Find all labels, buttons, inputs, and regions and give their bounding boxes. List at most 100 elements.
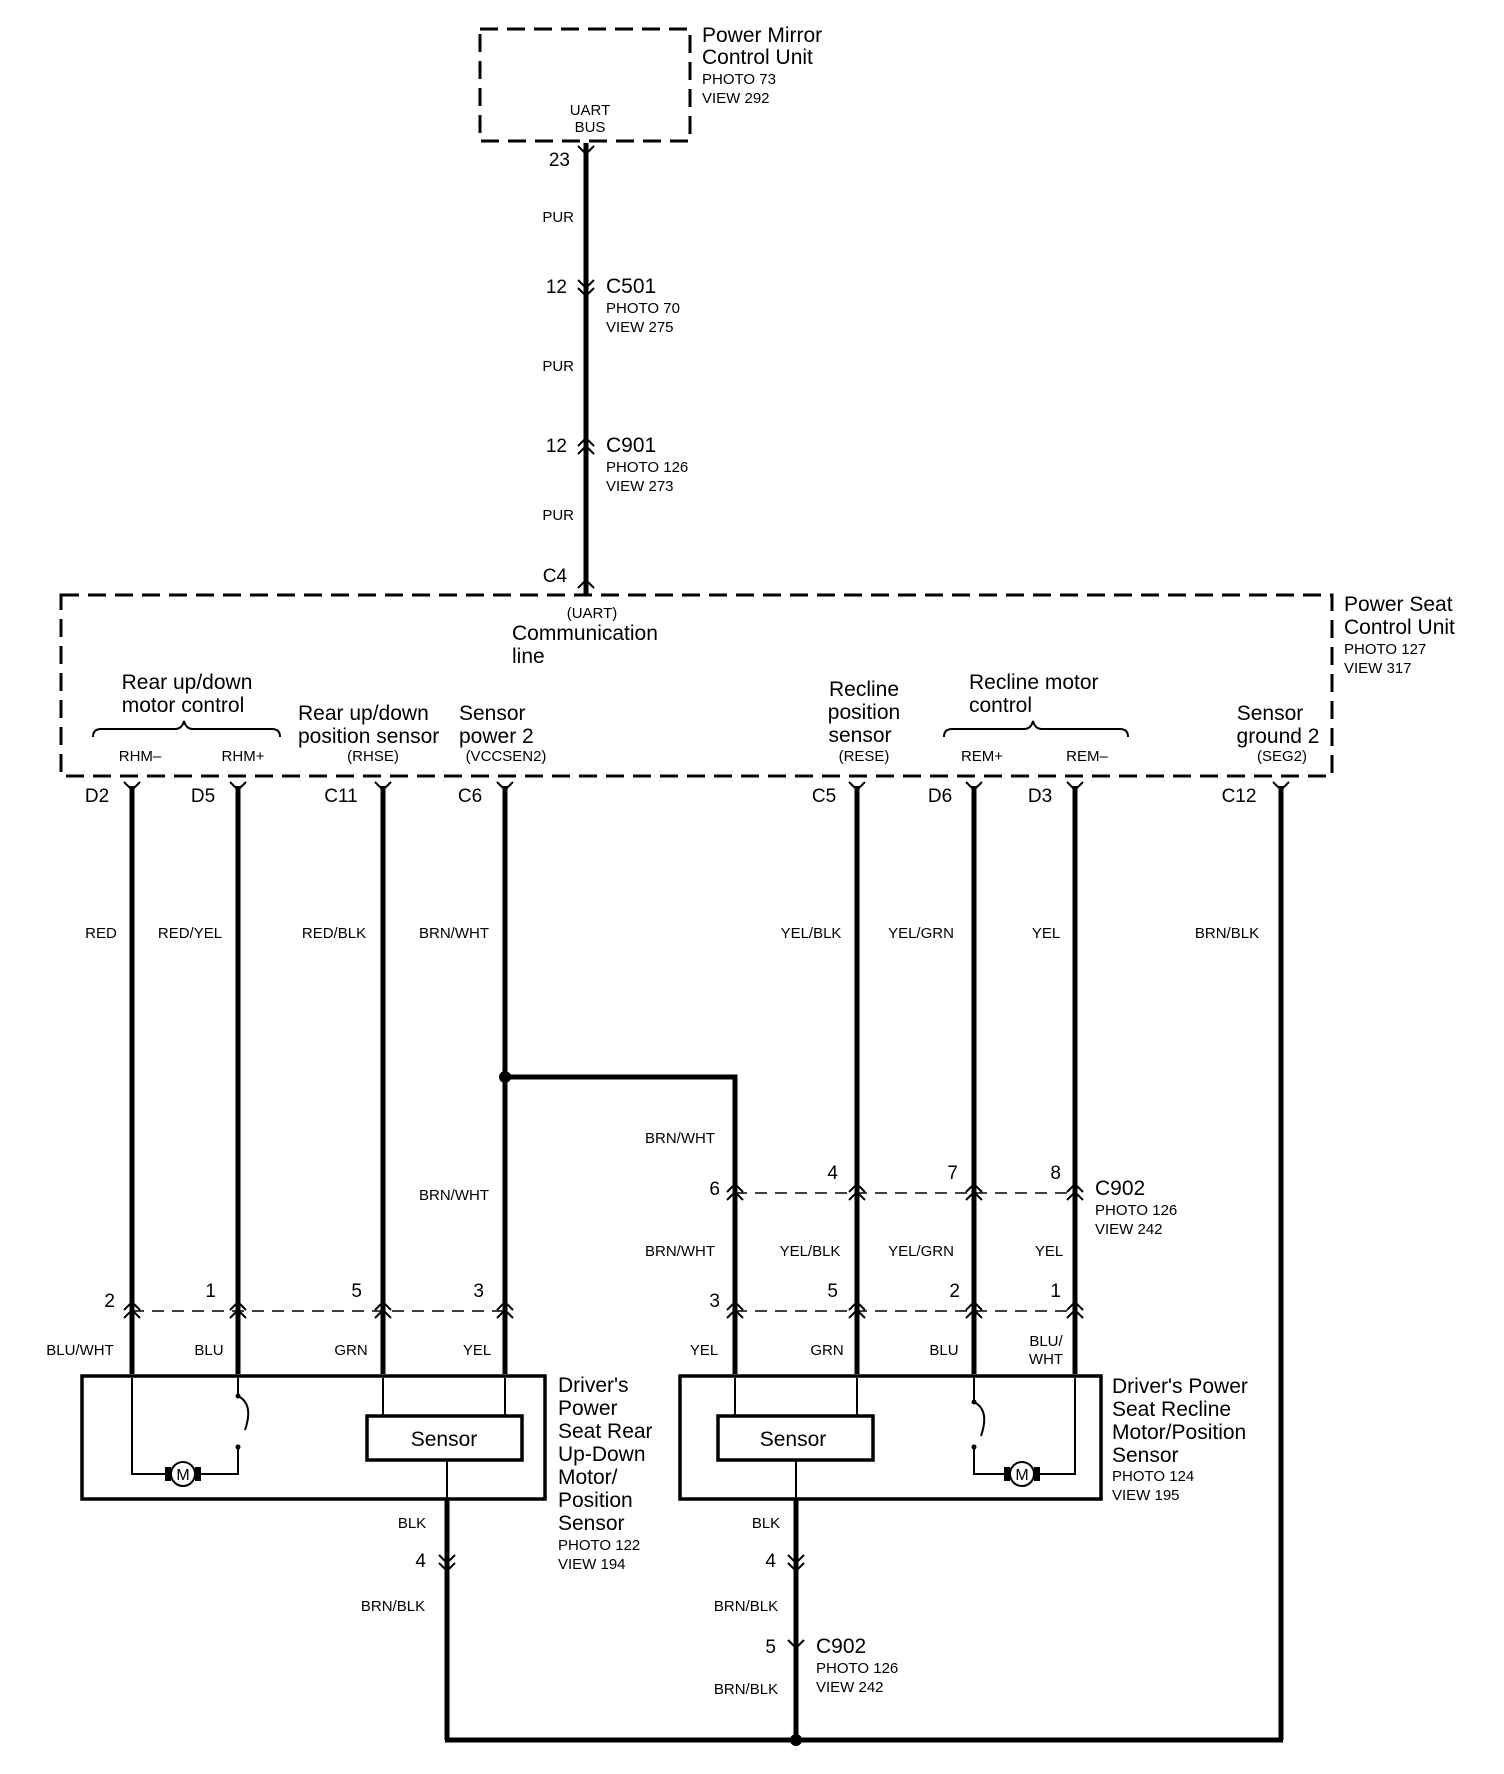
right-connector-terminals <box>726 1300 1084 1319</box>
c902-bottom-photo: PHOTO 126 <box>816 1660 898 1677</box>
mid-color-b: YEL/BLK <box>780 1243 841 1260</box>
left-ground-color-top: BLK <box>398 1515 426 1532</box>
left-device-view: VIEW 194 <box>558 1556 626 1573</box>
c501-view: VIEW 275 <box>606 319 674 336</box>
wire-color-pur-3: PUR <box>542 507 574 524</box>
pin-c11: C11 <box>324 786 357 807</box>
mirror-unit-name-2: Control Unit <box>702 46 813 69</box>
mirror-pin-23: 23 <box>549 150 570 171</box>
power-seat-control-unit-box <box>59 593 1334 778</box>
mid-color-d: YEL <box>1035 1243 1063 1260</box>
left-sensor-label: Sensor <box>411 1428 478 1451</box>
c501-pin: 12 <box>546 277 567 298</box>
pin-d5: D5 <box>191 786 215 807</box>
right-device-name-1: Driver's Power <box>1112 1375 1248 1398</box>
terminal-c4 <box>577 578 595 589</box>
pin-d6: D6 <box>928 786 952 807</box>
pin-c6: C6 <box>458 786 482 807</box>
left-motor-wire-minus <box>131 1378 168 1475</box>
left-ground-connector-icon <box>438 1554 456 1573</box>
c902-top-pin-8: 8 <box>1050 1163 1061 1184</box>
right-sensor-label: Sensor <box>760 1428 827 1451</box>
wire-color-pur-2: PUR <box>542 358 574 375</box>
left-device-photo: PHOTO 122 <box>558 1537 640 1554</box>
right-pin-3: 3 <box>709 1291 720 1312</box>
sig-rem-plus: REM+ <box>961 748 1003 765</box>
right-device-view: VIEW 195 <box>1112 1487 1180 1504</box>
left-pin-5: 5 <box>351 1281 362 1302</box>
sig-rhse: (RHSE) <box>347 748 399 765</box>
pin-d2: D2 <box>85 786 109 807</box>
left-device-name-6: Position <box>558 1489 633 1512</box>
c501-photo: PHOTO 70 <box>606 300 680 317</box>
right-motor-brush-2 <box>1034 1467 1040 1481</box>
left-switch <box>237 1378 250 1431</box>
seat-unit-photo: PHOTO 127 <box>1344 641 1426 658</box>
sig-vccsen2: (VCCSEN2) <box>466 748 547 765</box>
c901-pin: 12 <box>546 436 567 457</box>
right-motor-icon <box>1009 1461 1035 1487</box>
c902-top-pin-4: 4 <box>827 1163 838 1184</box>
left-pin-1: 1 <box>205 1281 216 1302</box>
left-device-name-1: Driver's <box>558 1374 629 1397</box>
right-device-name-2: Seat Recline <box>1112 1398 1231 1421</box>
left-motor-brush-1 <box>165 1467 171 1481</box>
right-color-a: YEL <box>690 1342 718 1359</box>
left-connector-terminals <box>123 1300 514 1319</box>
terminal-mirror-23 <box>577 145 595 156</box>
right-pin-5: 5 <box>827 1281 838 1302</box>
left-color-c: GRN <box>334 1342 367 1359</box>
right-device-photo: PHOTO 124 <box>1112 1468 1194 1485</box>
recline-motor-bracket <box>943 720 1129 738</box>
rear-motor-control-label-1: Rear up/down <box>122 671 253 694</box>
sensor-ground-label-2: ground 2 <box>1237 725 1320 748</box>
connector-c501-icon <box>577 279 595 298</box>
right-color-d-1: BLU/ <box>1029 1333 1063 1350</box>
seat-unit-name-1: Power Seat <box>1344 593 1453 616</box>
c902-top-pin-6: 6 <box>709 1179 720 1200</box>
left-color-b: BLU <box>194 1342 223 1359</box>
color-d6: YEL/GRN <box>888 925 954 942</box>
comm-line-label-2: line <box>512 645 545 668</box>
seat-unit-pin-c4: C4 <box>543 566 568 587</box>
right-motor-wire-minus <box>1037 1378 1076 1475</box>
c901-photo: PHOTO 126 <box>606 459 688 476</box>
mirror-unit-name-1: Power Mirror <box>702 24 822 47</box>
sensor-power-label-1: Sensor <box>459 702 526 725</box>
left-switch-contact-2 <box>235 1444 241 1450</box>
c902-bottom-name: C902 <box>816 1635 866 1658</box>
splice-sensor-power <box>499 1071 511 1083</box>
c902-bottom-pin-5: 5 <box>765 1637 776 1658</box>
mirror-terminal-2: BUS <box>575 119 606 136</box>
c902-top-view: VIEW 242 <box>1095 1221 1163 1238</box>
left-pin-3: 3 <box>473 1281 484 1302</box>
color-c5: YEL/BLK <box>781 925 842 942</box>
color-d3: YEL <box>1032 925 1060 942</box>
connector-c901-icon <box>577 436 595 455</box>
c902-bottom-connector-icon <box>787 1639 805 1650</box>
pin-d3: D3 <box>1028 786 1052 807</box>
splice-ground <box>790 1734 802 1746</box>
recline-sensor-label-2: position <box>828 701 900 724</box>
left-device-name-7: Sensor <box>558 1512 625 1535</box>
color-c11: RED/BLK <box>302 925 366 942</box>
recline-sensor-label-3: sensor <box>828 724 891 747</box>
sensor-ground-label-1: Sensor <box>1237 702 1304 725</box>
mid-color-c: YEL/GRN <box>888 1243 954 1260</box>
left-device-name-5: Motor/ <box>558 1466 618 1489</box>
rear-motor-bracket <box>92 720 281 738</box>
left-device-name-3: Seat Rear <box>558 1420 653 1443</box>
right-device-name-4: Sensor <box>1112 1444 1179 1467</box>
wire-sensor-power-branch <box>505 1074 738 1374</box>
sig-rese: (RESE) <box>839 748 890 765</box>
right-switch-contact <box>971 1399 977 1405</box>
left-color-a: BLU/WHT <box>46 1342 114 1359</box>
left-ground-pin-4: 4 <box>415 1551 426 1572</box>
right-motor-brush-1 <box>1004 1467 1010 1481</box>
sig-seg2: (SEG2) <box>1257 748 1307 765</box>
sig-rem-minus: REM– <box>1066 748 1108 765</box>
right-device-box <box>678 1374 1103 1501</box>
right-color-b: GRN <box>810 1342 843 1359</box>
left-device-name-4: Up-Down <box>558 1443 646 1466</box>
